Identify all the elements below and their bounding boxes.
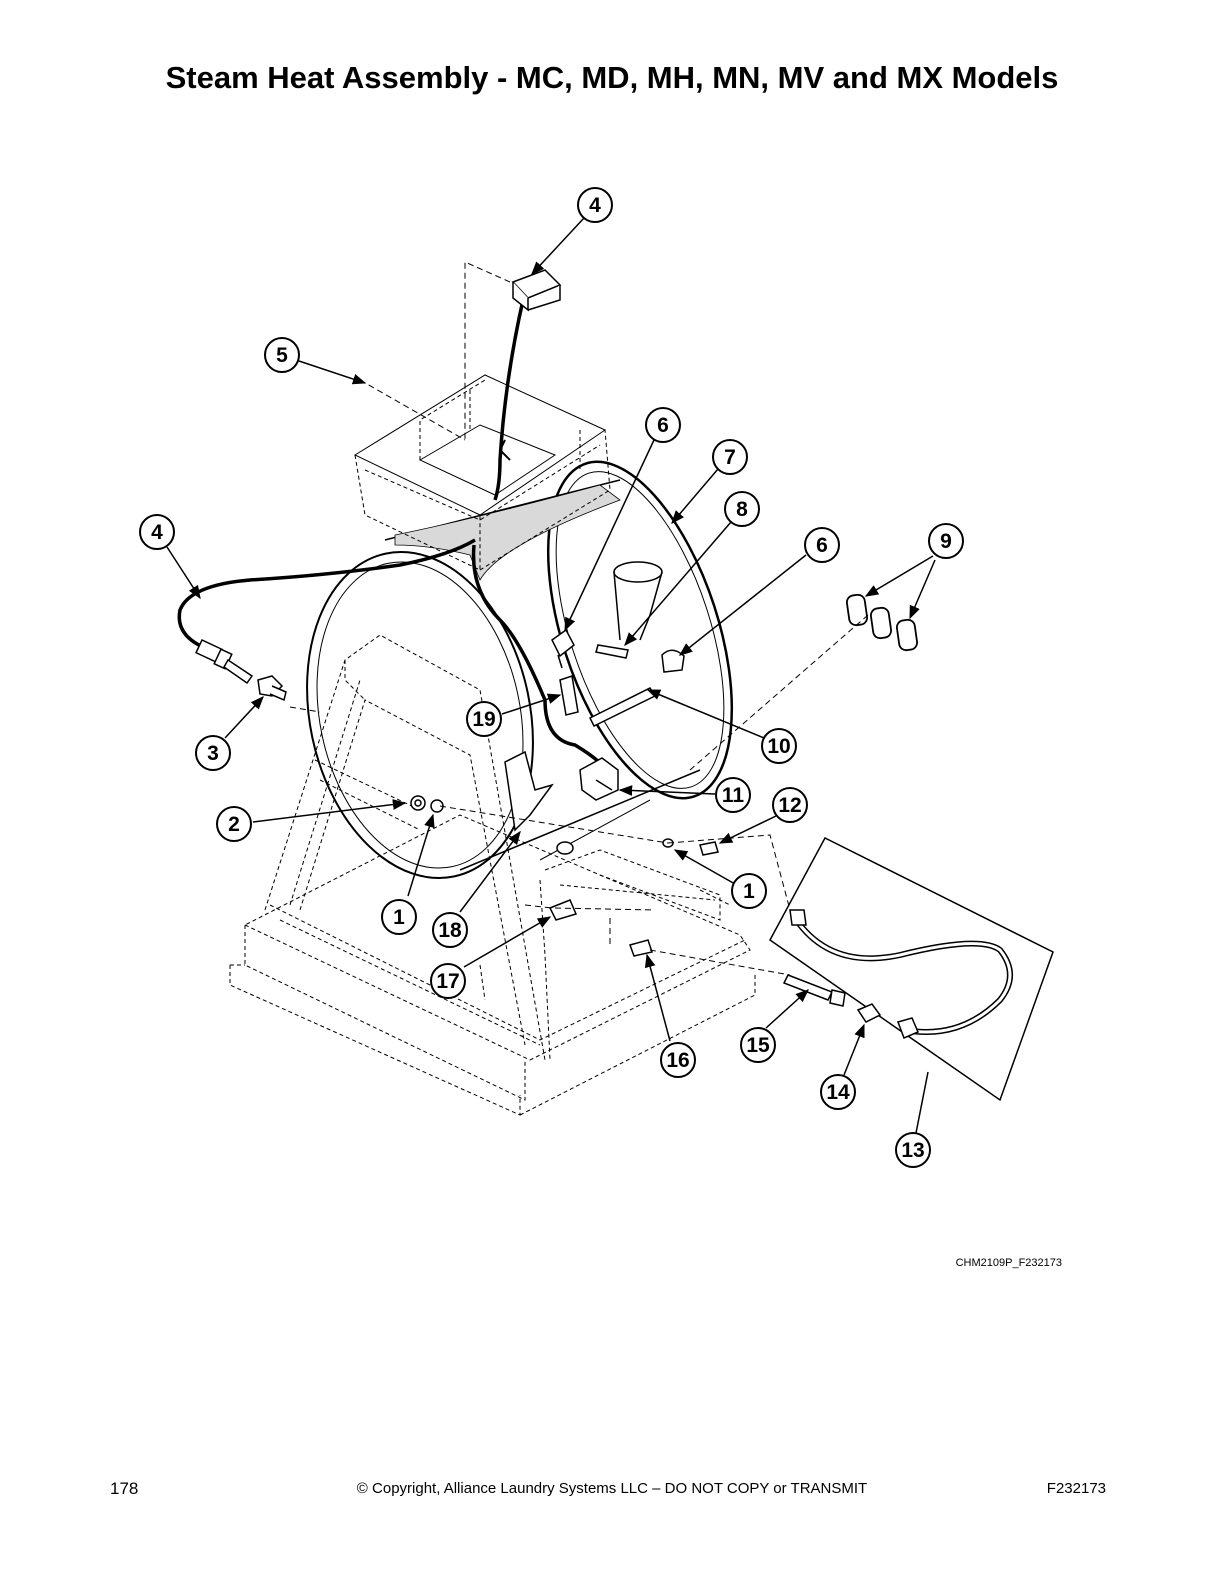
page-title: Steam Heat Assembly - MC, MD, MH, MN, MV… bbox=[165, 60, 1059, 95]
svg-text:1: 1 bbox=[393, 906, 405, 929]
drum-back-plate bbox=[546, 460, 734, 800]
callout-6-a: 6 bbox=[645, 407, 681, 443]
drum-seal-band bbox=[394, 484, 621, 581]
callout-18: 18 bbox=[432, 912, 468, 948]
svg-text:8: 8 bbox=[736, 498, 748, 521]
page-number: 178 bbox=[110, 1479, 139, 1498]
svg-text:11: 11 bbox=[722, 784, 745, 807]
svg-text:12: 12 bbox=[778, 794, 801, 817]
callout-7: 7 bbox=[712, 439, 748, 475]
bracket bbox=[504, 750, 554, 832]
bolt-part-15 bbox=[782, 974, 846, 1007]
callout-5: 5 bbox=[264, 337, 300, 373]
figure-id: CHM2109P_F232173 bbox=[955, 1257, 1062, 1269]
svg-text:2: 2 bbox=[228, 813, 240, 836]
callout-1-a: 1 bbox=[381, 899, 417, 935]
svg-text:4: 4 bbox=[589, 194, 601, 217]
svg-text:6: 6 bbox=[816, 534, 828, 557]
copyright-notice: © Copyright, Alliance Laundry Systems LL… bbox=[356, 1480, 868, 1497]
svg-text:14: 14 bbox=[826, 1081, 850, 1104]
svg-text:10: 10 bbox=[767, 735, 790, 758]
svg-text:1: 1 bbox=[743, 880, 755, 903]
wiring-harness bbox=[177, 299, 610, 774]
svg-text:19: 19 bbox=[472, 708, 495, 731]
callout-2: 2 bbox=[216, 806, 252, 842]
callout-6-b: 6 bbox=[804, 527, 840, 563]
callout-19: 19 bbox=[466, 701, 502, 737]
temperature-probe bbox=[195, 639, 254, 685]
callout-16: 16 bbox=[660, 1042, 696, 1078]
callouts: 4 5 6 7 8 6 9 4 3 19 10 11 12 2 1 18 1 1… bbox=[139, 187, 964, 1168]
callout-10: 10 bbox=[761, 728, 797, 764]
callout-leaders bbox=[166, 217, 936, 1134]
callout-3: 3 bbox=[195, 735, 231, 771]
fitting-part-3 bbox=[257, 675, 287, 702]
hose-kit bbox=[769, 837, 1054, 1102]
steam-inlet-tube bbox=[613, 561, 663, 641]
callout-1-b: 1 bbox=[731, 873, 767, 909]
wire-connector bbox=[511, 269, 562, 312]
callout-4-top: 4 bbox=[577, 187, 613, 223]
callout-15: 15 bbox=[740, 1027, 776, 1063]
svg-text:16: 16 bbox=[666, 1049, 689, 1072]
svg-text:4: 4 bbox=[151, 521, 163, 544]
callout-12: 12 bbox=[772, 787, 808, 823]
assembly-lines bbox=[289, 261, 869, 976]
svg-text:17: 17 bbox=[436, 970, 459, 993]
svg-text:15: 15 bbox=[746, 1034, 770, 1057]
steam-valve bbox=[579, 757, 619, 801]
callout-4-left: 4 bbox=[139, 514, 175, 550]
svg-text:6: 6 bbox=[657, 414, 669, 437]
base-frame bbox=[229, 634, 756, 1116]
document-number: F232173 bbox=[1046, 1480, 1106, 1497]
callout-11: 11 bbox=[715, 777, 751, 813]
svg-text:13: 13 bbox=[901, 1139, 924, 1162]
svg-text:18: 18 bbox=[438, 919, 462, 942]
svg-text:9: 9 bbox=[940, 530, 952, 553]
callout-14: 14 bbox=[820, 1074, 856, 1110]
callout-9: 9 bbox=[928, 523, 964, 559]
callout-17: 17 bbox=[430, 963, 466, 999]
svg-text:7: 7 bbox=[724, 446, 736, 469]
callout-13: 13 bbox=[895, 1132, 931, 1168]
svg-text:3: 3 bbox=[207, 742, 219, 765]
svg-text:5: 5 bbox=[276, 344, 288, 367]
gaskets bbox=[846, 593, 918, 652]
callout-8: 8 bbox=[724, 491, 760, 527]
pipe-fittings bbox=[551, 628, 685, 728]
